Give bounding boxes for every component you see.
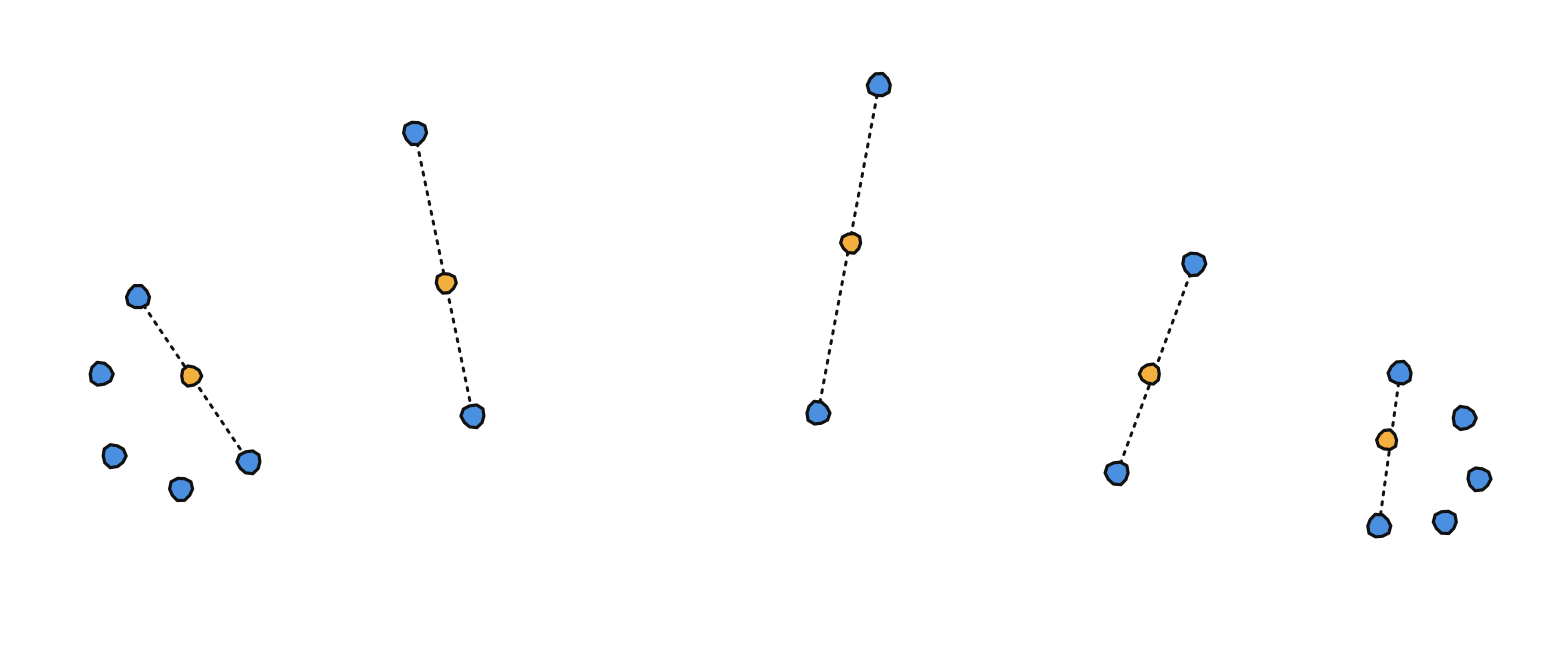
dotted-connector bbox=[1377, 371, 1402, 528]
point-group-2 bbox=[402, 120, 486, 430]
orange-midpoint bbox=[839, 231, 863, 255]
blue-point bbox=[88, 360, 115, 387]
orange-midpoint bbox=[434, 272, 458, 295]
blue-point bbox=[865, 71, 892, 98]
blue-point bbox=[1103, 460, 1130, 487]
blue-point bbox=[402, 120, 429, 147]
blue-point bbox=[124, 284, 152, 310]
blue-point bbox=[1366, 512, 1393, 539]
orange-midpoint bbox=[180, 364, 204, 388]
blue-point bbox=[235, 449, 262, 476]
point-group-5 bbox=[1366, 359, 1493, 539]
point-group-4 bbox=[1103, 251, 1208, 487]
blue-point bbox=[1431, 509, 1458, 536]
blue-point bbox=[459, 403, 486, 430]
blue-point bbox=[168, 476, 195, 503]
orange-midpoint bbox=[1137, 362, 1161, 386]
blue-point bbox=[805, 399, 832, 426]
orange-midpoint bbox=[1375, 428, 1399, 452]
blue-point bbox=[1386, 359, 1413, 386]
blue-point bbox=[101, 443, 128, 470]
point-group-3 bbox=[805, 71, 892, 426]
blue-point bbox=[1181, 251, 1208, 278]
blue-point bbox=[1451, 404, 1478, 432]
blue-point bbox=[1466, 466, 1493, 493]
point-group-1 bbox=[88, 284, 262, 503]
